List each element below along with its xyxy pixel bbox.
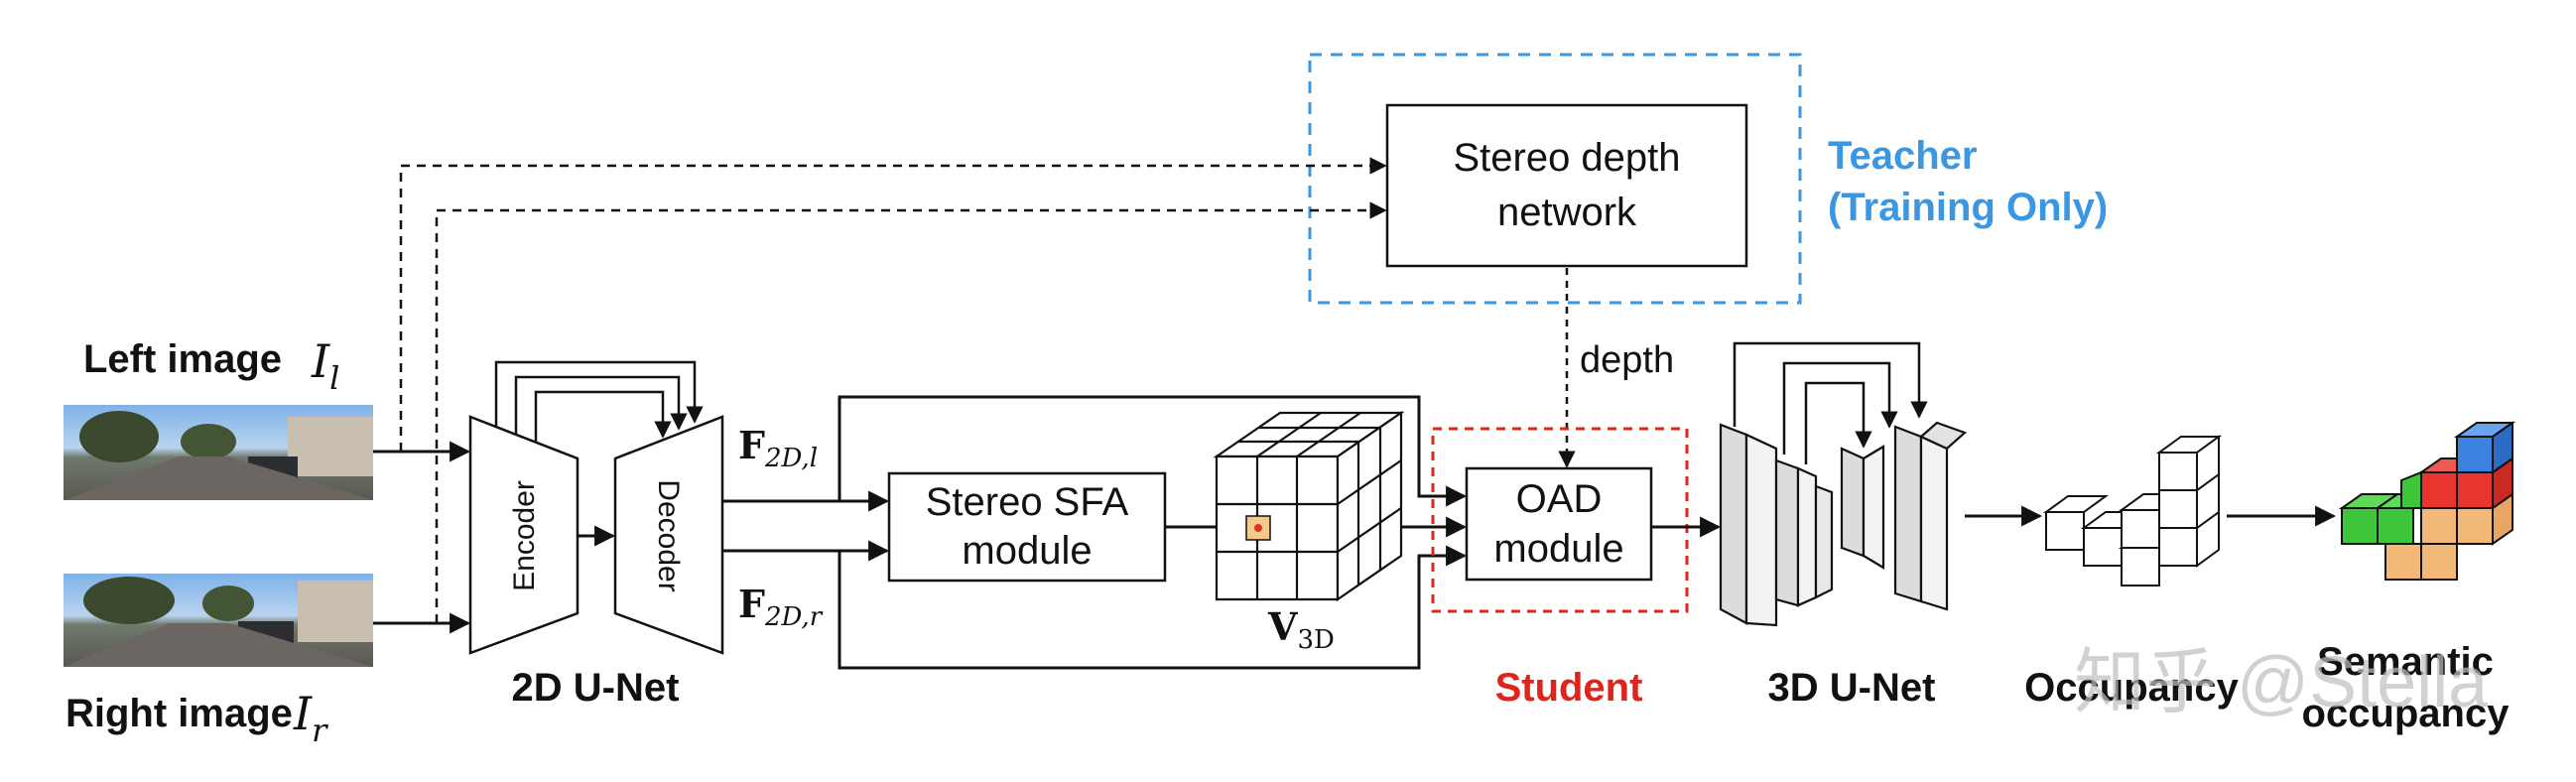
stereo-depth-network-line1: Stereo depth [1453, 136, 1680, 180]
skip-connection-outer [494, 360, 704, 427]
occupancy-voxels [2042, 435, 2223, 586]
watermark: 知乎 @Stella [2074, 643, 2489, 722]
unet3d-skip-middle [1782, 361, 1898, 455]
right-image-label: Right image [65, 692, 293, 735]
teacher-label-line2: (Training Only) [1828, 186, 2108, 229]
stereo-depth-network-line2: network [1497, 191, 1637, 234]
right-image-thumbnail [64, 574, 373, 667]
right-image-symbol: Ir [293, 687, 328, 749]
unet3d-skip-outer [1733, 341, 1928, 427]
left-image-symbol: Il [311, 334, 339, 397]
volume-cube [1213, 410, 1405, 602]
teacher-box [1308, 53, 1802, 305]
left-image-thumbnail [64, 405, 373, 500]
feature-left-bypass [837, 395, 1468, 507]
unet3d-skip-inner [1804, 381, 1872, 464]
encoder-block [468, 415, 580, 655]
teacher-label-line1: Teacher [1828, 134, 1977, 178]
volume-highlight-point [1254, 524, 1262, 532]
unet3d-blocks [1719, 421, 1968, 627]
decoder-label: Decoder [652, 479, 685, 591]
occupancy-caption: Occupancy [2024, 666, 2239, 710]
left-image-label: Left image [83, 337, 282, 381]
semantic-caption-line2: occupancy [2302, 692, 2511, 735]
stereo-depth-network-box [1385, 103, 1748, 268]
decoder-block [613, 415, 724, 655]
depth-label: depth [1580, 339, 1674, 381]
stereo-sfa-line2: module [962, 529, 1092, 573]
stereo-sfa-line1: Stereo SFA [926, 480, 1129, 524]
student-caption: Student [1495, 666, 1643, 710]
right-to-teacher-dashed [435, 201, 1387, 623]
oad-module-line1: OAD [1516, 477, 1603, 521]
oad-module-box [1465, 466, 1653, 582]
volume-label: V3D [1267, 604, 1335, 655]
unet2d-caption: 2D U-Net [512, 666, 680, 710]
unet3d-caption: 3D U-Net [1768, 666, 1936, 710]
left-to-teacher-dashed [399, 157, 1387, 452]
encoder-label: Encoder [508, 480, 541, 591]
feature-left-label: F2D,l [738, 423, 818, 473]
oad-module-line2: module [1493, 527, 1623, 571]
student-box [1431, 427, 1689, 613]
stereo-sfa-box [887, 471, 1167, 583]
skip-connection-middle [514, 375, 688, 435]
semantic-caption-line1: Semantic [2317, 640, 2494, 684]
semantic-voxels [2338, 421, 2516, 581]
skip-connection-inner [534, 390, 672, 443]
feature-right-label: F2D,r [738, 582, 824, 632]
